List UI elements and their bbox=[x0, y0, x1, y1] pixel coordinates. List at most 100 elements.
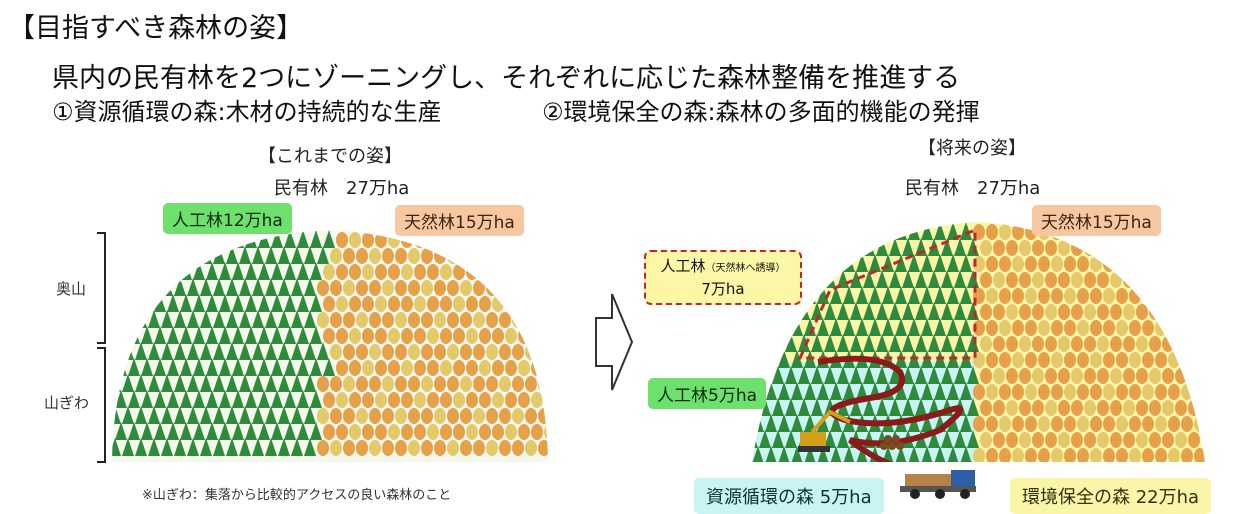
conifer-tree bbox=[915, 334, 927, 352]
broadleaf-tree bbox=[1045, 336, 1057, 352]
broadleaf-tree bbox=[1090, 288, 1102, 304]
current-natural-tag: 天然林15万ha bbox=[395, 205, 524, 236]
broadleaf-tree bbox=[492, 232, 504, 248]
conifer-tree bbox=[297, 358, 309, 376]
broadleaf-tree bbox=[1038, 384, 1050, 400]
broadleaf-tree bbox=[349, 328, 361, 344]
conifer-tree bbox=[850, 238, 862, 256]
broadleaf-tree bbox=[1012, 224, 1024, 240]
broadleaf-tree bbox=[1045, 240, 1057, 256]
broadleaf-tree bbox=[1142, 288, 1154, 304]
conifer-tree bbox=[135, 278, 147, 296]
broadleaf-tree bbox=[512, 312, 524, 328]
conifer-tree bbox=[122, 246, 134, 264]
broadleaf-tree bbox=[362, 264, 374, 280]
broadleaf-tree bbox=[986, 352, 998, 368]
broadleaf-tree bbox=[1006, 304, 1018, 320]
conifer-tree bbox=[291, 246, 303, 264]
broadleaf-tree bbox=[1071, 432, 1083, 448]
conifer-tree bbox=[830, 222, 842, 240]
broadleaf-tree bbox=[999, 352, 1011, 368]
conifer-tree bbox=[941, 302, 953, 320]
broadleaf-tree bbox=[538, 344, 548, 360]
broadleaf-tree bbox=[1175, 304, 1187, 320]
broadleaf-tree bbox=[1175, 272, 1187, 288]
broadleaf-tree bbox=[1051, 288, 1063, 304]
broadleaf-tree bbox=[531, 296, 543, 312]
broadleaf-tree bbox=[408, 280, 420, 296]
broadleaf-tree bbox=[1090, 256, 1102, 272]
conifer-tree bbox=[252, 374, 264, 392]
conifer-tree bbox=[232, 422, 244, 440]
conifer-tree bbox=[889, 334, 901, 352]
broadleaf-tree bbox=[447, 248, 459, 264]
conifer-tree bbox=[772, 430, 784, 448]
conifer-tree bbox=[278, 246, 290, 264]
broadleaf-tree bbox=[382, 280, 394, 296]
broadleaf-tree bbox=[1168, 288, 1180, 304]
broadleaf-tree bbox=[453, 328, 465, 344]
conifer-tree bbox=[187, 278, 199, 296]
conifer-tree bbox=[824, 302, 836, 320]
conifer-tree bbox=[161, 246, 173, 264]
conifer-tree bbox=[187, 342, 199, 360]
conifer-tree bbox=[843, 254, 855, 272]
broadleaf-tree bbox=[330, 312, 342, 328]
conifer-tree bbox=[271, 358, 283, 376]
conifer-tree bbox=[921, 254, 933, 272]
broadleaf-tree bbox=[460, 440, 472, 456]
broadleaf-tree bbox=[505, 296, 517, 312]
broadleaf-tree bbox=[395, 312, 407, 328]
broadleaf-tree bbox=[1019, 432, 1031, 448]
broadleaf-tree bbox=[1188, 368, 1200, 384]
current-forest-dome bbox=[112, 230, 548, 462]
broadleaf-tree bbox=[980, 336, 992, 352]
conifer-tree bbox=[928, 430, 940, 448]
broadleaf-tree bbox=[1110, 304, 1122, 320]
broadleaf-tree bbox=[343, 440, 355, 456]
conifer-tree bbox=[954, 366, 966, 384]
broadleaf-tree bbox=[323, 296, 335, 312]
broadleaf-tree bbox=[460, 376, 472, 392]
broadleaf-tree bbox=[1084, 240, 1096, 256]
conifer-tree bbox=[135, 310, 147, 328]
broadleaf-tree bbox=[1129, 256, 1141, 272]
conifer-tree bbox=[122, 406, 134, 424]
conifer-tree bbox=[135, 438, 147, 456]
broadleaf-tree bbox=[1162, 336, 1174, 352]
conifer-tree bbox=[122, 278, 134, 296]
broadleaf-tree bbox=[336, 360, 348, 376]
broadleaf-tree bbox=[999, 256, 1011, 272]
broadleaf-tree bbox=[382, 376, 394, 392]
conifer-tree bbox=[817, 382, 829, 400]
conifer-tree bbox=[856, 286, 868, 304]
conifer-tree bbox=[778, 382, 790, 400]
broadleaf-tree bbox=[1103, 352, 1115, 368]
conifer-tree bbox=[112, 438, 121, 456]
conifer-tree bbox=[830, 446, 842, 462]
broadleaf-tree bbox=[330, 408, 342, 424]
broadleaf-tree bbox=[1181, 448, 1193, 462]
conifer-tree bbox=[291, 406, 303, 424]
conifer-tree bbox=[219, 326, 231, 344]
broadleaf-tree bbox=[356, 440, 368, 456]
conifer-tree bbox=[226, 310, 238, 328]
broadleaf-tree bbox=[1129, 352, 1141, 368]
conifer-tree bbox=[310, 294, 322, 312]
broadleaf-tree bbox=[479, 328, 491, 344]
conifer-tree bbox=[317, 246, 329, 264]
broadleaf-tree bbox=[447, 344, 459, 360]
conifer-tree bbox=[824, 334, 836, 352]
current-total-label: 民有林 27万ha bbox=[274, 178, 410, 199]
broadleaf-tree bbox=[1162, 240, 1174, 256]
conifer-tree bbox=[167, 262, 179, 280]
broadleaf-tree bbox=[1110, 272, 1122, 288]
broadleaf-tree bbox=[973, 384, 985, 400]
conifer-tree bbox=[258, 358, 270, 376]
broadleaf-tree bbox=[993, 368, 1005, 384]
broadleaf-tree bbox=[525, 248, 537, 264]
conifer-tree bbox=[960, 286, 972, 304]
conifer-tree bbox=[239, 374, 251, 392]
conifer-tree bbox=[122, 374, 134, 392]
broadleaf-tree bbox=[1045, 272, 1057, 288]
